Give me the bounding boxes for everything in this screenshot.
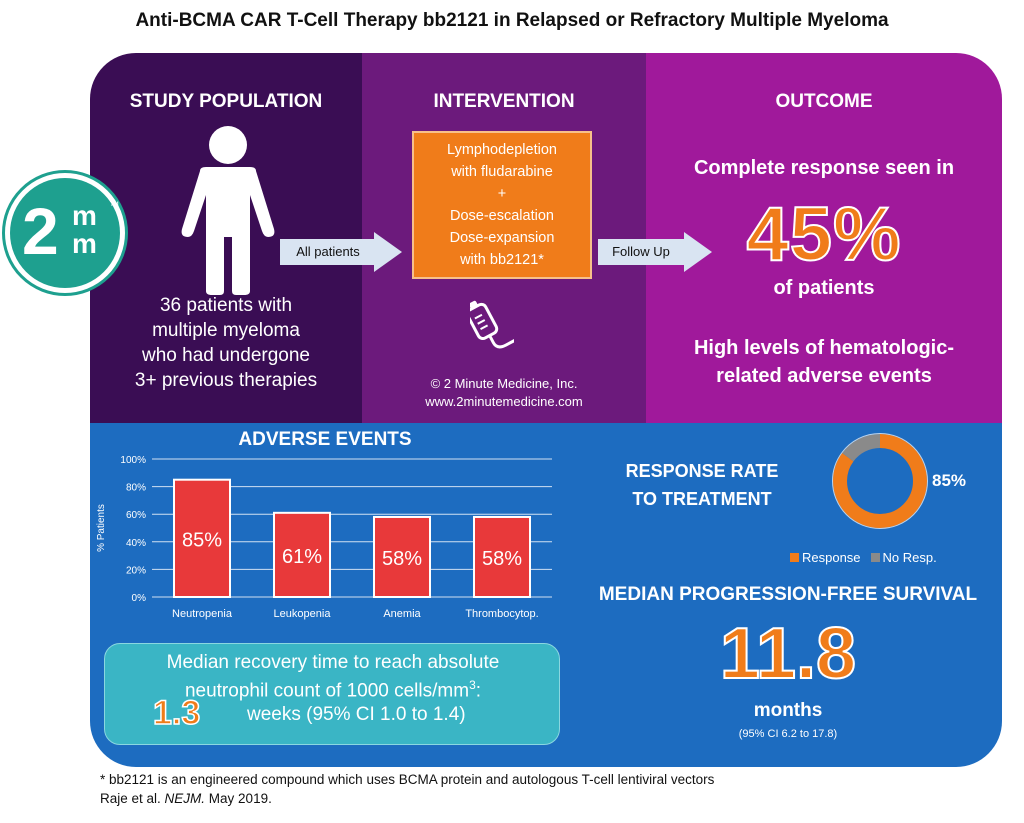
citation-date: May 2019.	[205, 791, 272, 806]
population-line: 3+ previous therapies	[134, 370, 318, 391]
recovery-line-2: neutrophil count of 1000 cells/mm3:	[105, 678, 561, 702]
all-patients-label: All patients	[296, 244, 360, 259]
copyright-text: © 2 Minute Medicine, Inc. www.2minutemed…	[362, 375, 646, 411]
adverse-events-title: ADVERSE EVENTS	[238, 429, 412, 450]
recovery-weeks: weeks (95% CI 1.0 to 1.4)	[247, 704, 466, 725]
iv-bag-icon	[470, 300, 514, 349]
bar-data-label: 58%	[382, 548, 422, 570]
all-patients-arrow: All patients	[280, 232, 402, 272]
intervention-heading: INTERVENTION	[433, 91, 575, 112]
infographic-title: Anti-BCMA CAR T-Cell Therapy bb2121 in R…	[135, 10, 889, 31]
logo-letter: m	[72, 200, 97, 231]
citation: Raje et al. NEJM. May 2019.	[100, 789, 714, 808]
outcome-line: of patients	[773, 277, 875, 299]
legend-label: Response	[802, 550, 861, 565]
logo-letter: m	[72, 228, 97, 259]
outcome-line: Complete response seen in	[693, 157, 955, 179]
y-tick-label: 80%	[126, 483, 146, 494]
study-population-panel	[90, 53, 362, 423]
pfs-heading: MEDIAN PROGRESSION-FREE SURVIVAL	[598, 584, 978, 605]
x-category-label: Neutropenia	[172, 608, 233, 620]
follow-up-arrow: Follow Up	[598, 232, 712, 272]
2-minute-medicine-logo: 2 m m TM	[2, 170, 128, 296]
intervention-line: with fludarabine	[451, 164, 553, 180]
legend-label: No Resp.	[882, 550, 937, 565]
footnote: * bb2121 is an engineered compound which…	[100, 770, 714, 808]
copyright-line: © 2 Minute Medicine, Inc.	[430, 376, 578, 391]
intervention-line: Dose-expansion	[449, 230, 555, 246]
recovery-colon: :	[475, 680, 482, 702]
intervention-line: Lymphodepletion	[447, 142, 557, 158]
population-line: multiple myeloma	[152, 320, 300, 341]
follow-up-label: Follow Up	[612, 244, 670, 259]
donut-slice-noresp	[833, 434, 927, 528]
adverse-events-chart: 0% 20% 40% 60% 80% 100% % Patients 85% Neutropen…	[96, 455, 552, 620]
recovery-box: Median recovery time to reach absolute n…	[104, 643, 560, 745]
pfs-unit: months	[753, 700, 823, 721]
y-tick-label: 0%	[132, 593, 147, 604]
response-percent-label: 85%	[932, 471, 967, 490]
y-tick-label: 100%	[120, 455, 146, 466]
donut-slice-outline	[832, 433, 928, 529]
y-tick-label: 60%	[126, 510, 146, 521]
complete-response-percent: 45%	[745, 191, 902, 278]
citation-authors: Raje et al.	[100, 791, 165, 806]
bar-data-label: 85%	[182, 529, 222, 551]
study-population-heading: STUDY POPULATION	[129, 91, 323, 112]
bar-leukopenia	[273, 511, 331, 598]
response-rate-line: RESPONSE RATE	[625, 461, 779, 481]
legend-item-no-response: No Resp.	[870, 550, 937, 565]
pfs-value: 11.8	[719, 613, 857, 695]
bar-anemia	[373, 515, 431, 598]
bar-data-label: 61%	[282, 546, 322, 568]
y-axis-label: % Patients	[96, 504, 107, 552]
logo-number: 2	[22, 194, 59, 268]
person-icon	[181, 126, 275, 295]
outcome-heading: OUTCOME	[775, 91, 873, 112]
population-line: 36 patients with	[159, 295, 293, 316]
intervention-line: Dose-escalation	[450, 208, 554, 224]
intervention-box: Lymphodepletion with fludarabine + Dose-…	[412, 131, 592, 279]
intervention-line: +	[497, 186, 507, 202]
website-link[interactable]: www.2minutemedicine.com	[425, 394, 583, 409]
bar-neutropenia	[173, 478, 231, 599]
recovery-line: Median recovery time to reach absolute	[166, 652, 500, 673]
citation-journal: NEJM.	[164, 791, 206, 806]
bar-thrombocytop	[473, 515, 531, 598]
response-donut-chart	[832, 433, 928, 529]
x-category-label: Leukopenia	[274, 608, 332, 620]
pfs-ci: (95% CI 6.2 to 17.8)	[738, 728, 838, 740]
response-rate-title: RESPONSE RATE TO TREATMENT	[612, 457, 792, 513]
population-line: who had undergone	[142, 345, 310, 366]
outcome-line: related adverse events	[716, 365, 932, 387]
x-category-label: Thrombocytop.	[465, 608, 538, 620]
donut-legend: Response No Resp.	[790, 550, 937, 565]
study-population-text: 36 patients with multiple myeloma who ha…	[90, 293, 362, 393]
outcome-line: High levels of hematologic-	[693, 337, 955, 359]
response-rate-line: TO TREATMENT	[632, 489, 772, 509]
bar-data-label: 58%	[482, 548, 522, 570]
footnote-line: * bb2121 is an engineered compound which…	[100, 772, 715, 787]
x-category-label: Anemia	[383, 608, 421, 620]
legend-item-response: Response	[790, 550, 861, 565]
infographic-card: STUDY POPULATION 36 patients with multip…	[90, 53, 1002, 767]
y-tick-label: 20%	[126, 565, 146, 576]
recovery-line-text: neutrophil count of 1000 cells/mm	[184, 680, 470, 702]
logo-trademark: TM	[110, 202, 119, 208]
y-tick-label: 40%	[126, 538, 146, 549]
intervention-line: with bb2121*	[460, 252, 544, 268]
recovery-value: 1.3	[152, 693, 201, 733]
recovery-superscript: 3	[469, 678, 476, 692]
